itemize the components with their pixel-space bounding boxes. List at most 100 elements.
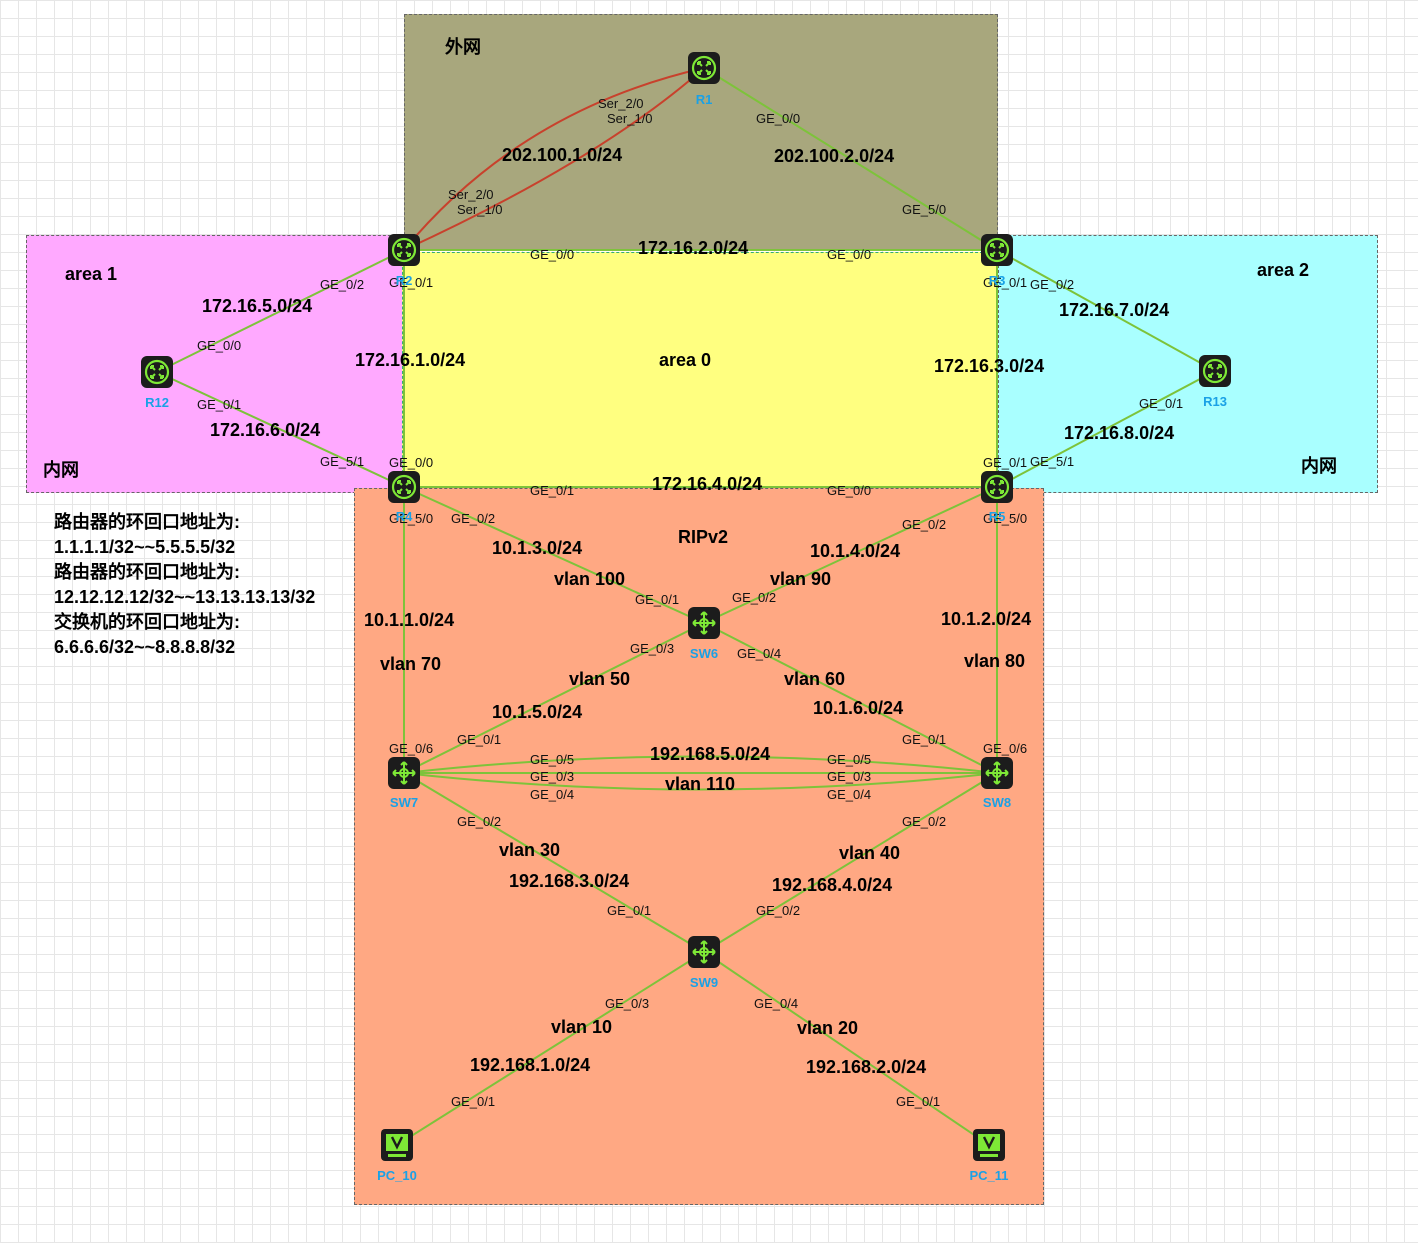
port-label: GE_0/3 [530,769,575,784]
vlan-20-label: vlan 20 [797,1018,859,1038]
rip-area-title: RIPv2 [678,527,729,547]
link-sw7-sw8-a [403,755,998,774]
router-r1[interactable] [687,51,721,85]
router-r2-label: R2 [395,273,413,288]
vlan-30-label: vlan 30 [499,840,561,860]
serial-link-r1-r2-b [403,67,705,251]
link-r2-r12 [156,249,405,373]
net-172-16-3: 172.16.3.0/24 [934,356,1045,376]
router-icon [688,52,720,84]
net-10-1-4: 10.1.4.0/24 [810,541,901,561]
port-label: GE_0/1 [983,455,1028,470]
switch-icon [688,936,720,968]
router-r12-label: R12 [145,395,169,410]
switch-sw7-label: SW7 [389,795,419,810]
port-label: GE_0/1 [635,592,680,607]
switch-sw6[interactable] [687,606,721,640]
net-10-1-1: 10.1.1.0/24 [364,610,455,630]
router-r12[interactable] [140,355,174,389]
pc-11[interactable] [972,1128,1006,1162]
router-icon [981,471,1013,503]
vlan-90-label: vlan 90 [770,569,832,589]
area2-title: area 2 [1257,260,1310,280]
area2-zone: area 2 内网 [998,235,1378,493]
net-202-100-2: 202.100.2.0/24 [774,146,895,166]
port-label: GE_0/5 [530,752,575,767]
net-10-1-5: 10.1.5.0/24 [492,702,583,722]
vlan-10-label: vlan 10 [551,1017,613,1037]
port-label: GE_0/1 [1139,396,1184,411]
port-label: GE_0/0 [827,247,872,262]
area0-zone [402,252,998,488]
ethernet-links [156,67,1216,1146]
net-192-168-2: 192.168.2.0/24 [806,1057,927,1077]
port-label: GE_0/2 [902,814,947,829]
port-label: GE_0/1 [530,483,575,498]
port-label: GE_0/6 [983,741,1028,756]
link-sw9-pc10 [396,951,705,1146]
area1-zone: area 1 内网 [26,235,406,493]
vlan-70-label: vlan 70 [380,654,442,674]
port-label: GE_0/2 [756,903,801,918]
port-label: GE_0/0 [756,111,801,126]
port-label: GE_0/1 [983,275,1028,290]
port-label: GE_0/1 [607,903,652,918]
net-192-168-3: 192.168.3.0/24 [509,871,630,891]
port-label: GE_0/1 [197,397,242,412]
port-label: GE_0/4 [737,646,782,661]
switch-sw8[interactable] [980,756,1014,790]
port-label: GE_5/0 [389,511,434,526]
port-label: GE_0/2 [902,517,947,532]
port-label: GE_0/4 [827,787,872,802]
area2-subtitle: 内网 [1301,456,1337,476]
pc-icon [973,1129,1005,1161]
link-sw7-sw9 [403,772,705,953]
port-label: GE_0/1 [457,732,502,747]
switch-sw9[interactable] [687,935,721,969]
port-label: GE_0/2 [457,814,502,829]
port-label: GE_5/0 [983,511,1028,526]
note-line: 6.6.6.6/32~~8.8.8.8/32 [54,637,236,657]
port-label: Ser_1/0 [457,202,503,217]
router-r3[interactable] [980,233,1014,267]
net-202-100-1: 202.100.1.0/24 [502,145,623,165]
router-icon [388,471,420,503]
net-172-16-1: 172.16.1.0/24 [355,350,466,370]
router-r2[interactable] [387,233,421,267]
port-label: GE_0/1 [896,1094,941,1109]
port-label: GE_0/6 [389,741,434,756]
net-172-16-6: 172.16.6.0/24 [210,420,321,440]
vlan-50-label: vlan 50 [569,669,631,689]
pc-10-label: PC_10 [377,1168,417,1183]
switch-icon [981,757,1013,789]
net-192-168-5: 192.168.5.0/24 [650,744,771,764]
net-192-168-4: 192.168.4.0/24 [772,875,893,895]
link-sw6-sw8 [703,622,998,774]
port-label: GE_0/4 [754,996,799,1011]
router-r4[interactable] [387,470,421,504]
router-r5[interactable] [980,470,1014,504]
port-label: GE_5/0 [902,202,947,217]
switch-sw7[interactable] [387,756,421,790]
net-172-16-5: 172.16.5.0/24 [202,296,313,316]
port-label: GE_0/2 [451,511,496,526]
link-r5-sw6 [703,486,998,624]
net-10-1-2: 10.1.2.0/24 [941,609,1032,629]
net-10-1-6: 10.1.6.0/24 [813,698,904,718]
port-label: GE_0/2 [732,590,777,605]
router-icon [141,356,173,388]
note-line: 交换机的环回口地址为: [54,612,240,632]
switch-sw6-label: SW6 [689,646,719,661]
pc-10[interactable] [380,1128,414,1162]
router-icon [1199,355,1231,387]
port-label: Ser_2/0 [448,187,494,202]
router-r5-label: R5 [988,509,1006,524]
router-r13[interactable] [1198,354,1232,388]
switch-sw8-label: SW8 [982,795,1012,810]
port-label: GE_0/1 [902,732,947,747]
port-label: GE_0/3 [605,996,650,1011]
serial-link-r1-r2-a [403,67,705,251]
note-line: 12.12.12.12/32~~13.13.13.13/32 [54,587,316,607]
link-sw8-sw9 [703,772,998,953]
